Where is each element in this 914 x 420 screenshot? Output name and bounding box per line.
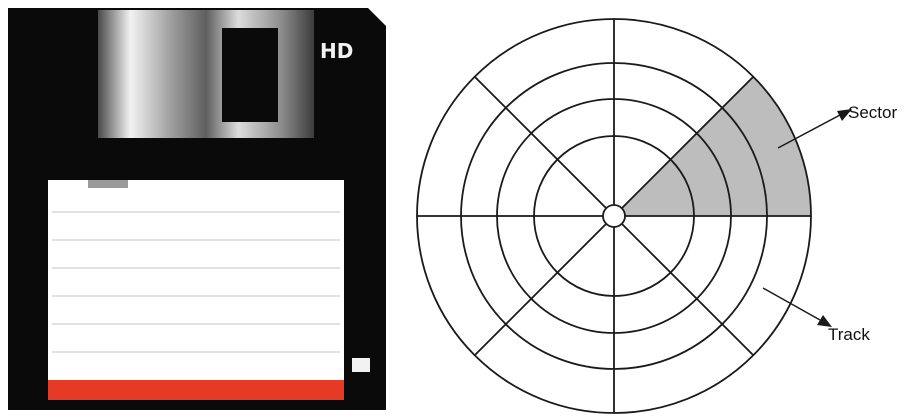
sector-line-8 xyxy=(622,224,754,356)
disk-hub xyxy=(603,205,625,227)
track-annotation: Track xyxy=(763,288,870,344)
disk-tracks-sectors-diagram: Sector Track xyxy=(400,0,914,420)
density-mark: HD xyxy=(320,39,353,63)
sector-label: Sector xyxy=(848,103,897,122)
track-label: Track xyxy=(828,325,870,344)
sector-line-4 xyxy=(475,77,607,209)
write-protect-notch xyxy=(352,358,370,372)
sector-line-6 xyxy=(475,224,607,356)
disk-platter xyxy=(417,19,811,413)
floppy-label xyxy=(48,180,344,380)
floppy-shutter xyxy=(98,10,314,138)
label-stripe xyxy=(48,380,344,400)
floppy-shutter-window xyxy=(222,28,278,122)
floppy-disk-illustration: HD xyxy=(0,0,400,420)
